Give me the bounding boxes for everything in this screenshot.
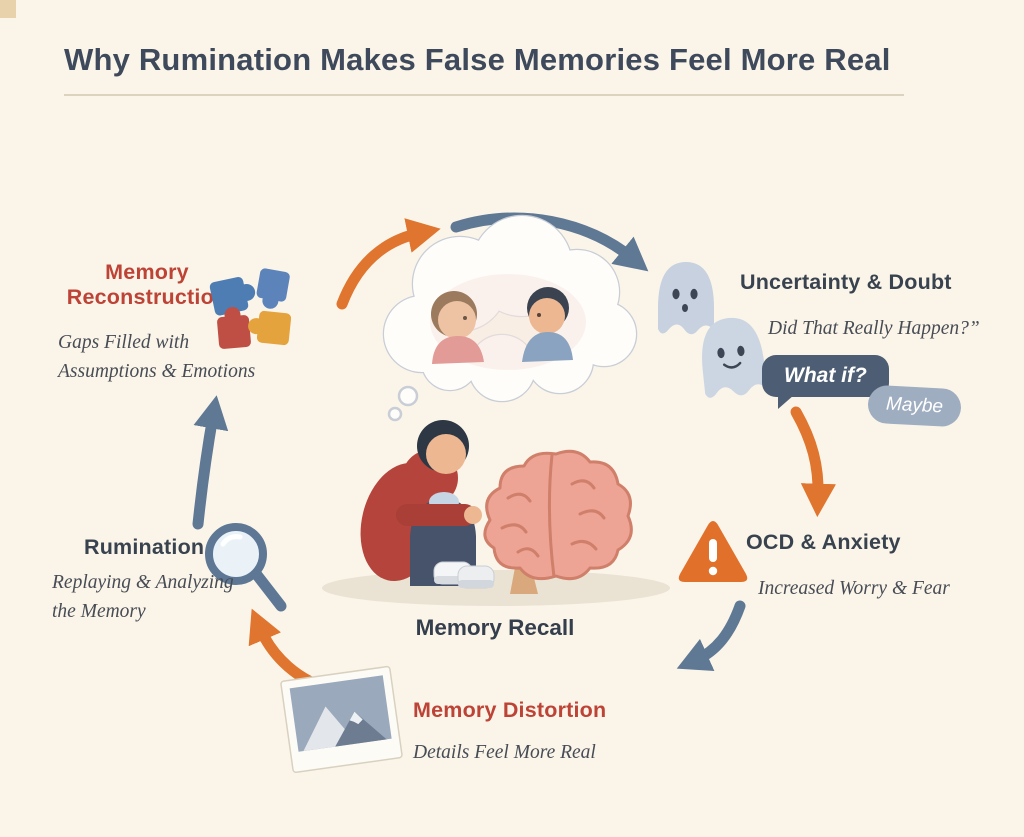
node-title-uncertainty-doubt: Uncertainty & Doubt	[740, 270, 952, 294]
node-subtitle-ocd-anxiety: Increased Worry & Fear	[758, 578, 950, 599]
center-label: Memory Recall	[415, 615, 575, 640]
node-subtitle-uncertainty-doubt: Did That Really Happen?”	[768, 318, 980, 339]
node-title-memory-distortion: Memory Distortion	[413, 698, 607, 722]
arrow-ocd-to-distortion	[676, 600, 746, 671]
arrow-rumination-to-reconstruction	[192, 395, 229, 530]
magnifying-glass-icon	[205, 523, 287, 612]
node-subtitle-memory-distortion: Details Feel More Real	[413, 742, 596, 763]
thought-cloud	[382, 214, 638, 422]
arrow-uncertainty-to-ocd	[790, 406, 836, 518]
speech-bubble-maybe: Maybe	[867, 384, 962, 428]
title-underline	[64, 94, 904, 96]
sneakers	[433, 561, 495, 589]
speech-bubble-what-if: What if?	[762, 355, 889, 409]
corner-accent	[0, 0, 16, 18]
memory-scene-woman	[431, 291, 484, 364]
node-title-memory-reconstruction: Memory Reconstruction	[66, 260, 228, 310]
speech-bubble-tail	[778, 395, 794, 409]
puzzle-pieces-icon	[209, 268, 292, 349]
brain-illustration	[483, 449, 633, 594]
warning-triangle-icon	[678, 521, 748, 582]
ghost-1	[658, 262, 714, 335]
boy-illustration	[360, 420, 495, 589]
node-title-ocd-anxiety: OCD & Anxiety	[746, 530, 901, 554]
page-title: Why Rumination Makes False Memories Feel…	[64, 42, 891, 77]
node-title-rumination: Rumination	[84, 535, 205, 559]
node-subtitle-rumination: Replaying & Analyzing the Memory	[52, 572, 234, 623]
ghosts-icon	[658, 262, 767, 398]
bubble-what-if-label: What if?	[784, 364, 867, 387]
ghost-2	[702, 317, 767, 398]
node-subtitle-memory-reconstruction: Gaps Filled with Assumptions & Emotions	[58, 332, 256, 383]
photo-icon	[280, 665, 403, 774]
memory-scene-man	[522, 287, 573, 362]
